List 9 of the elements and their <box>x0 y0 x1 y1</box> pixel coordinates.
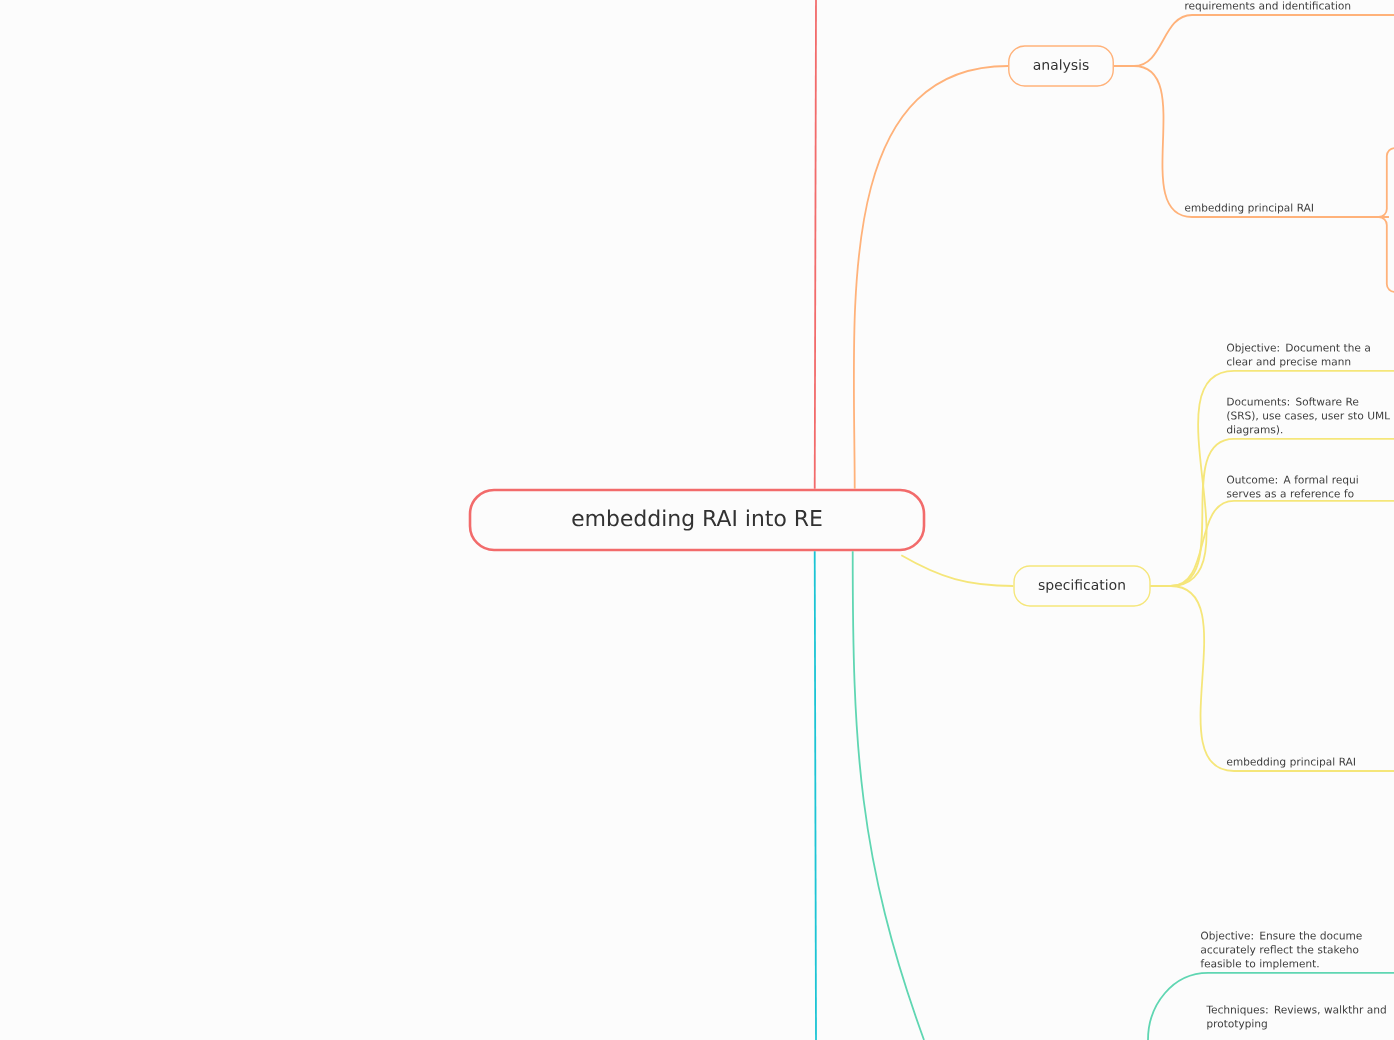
branch-line <box>852 65 1009 490</box>
branch-line <box>1191 216 1394 293</box>
central-topic-box: embedding RAI into RE <box>468 488 926 552</box>
branch-line <box>813 550 817 1040</box>
branch-line <box>1149 585 1394 772</box>
branch-line <box>900 554 1015 587</box>
branch-line <box>813 0 817 490</box>
branch-line <box>851 550 925 1040</box>
branch-line <box>1147 972 1394 1040</box>
